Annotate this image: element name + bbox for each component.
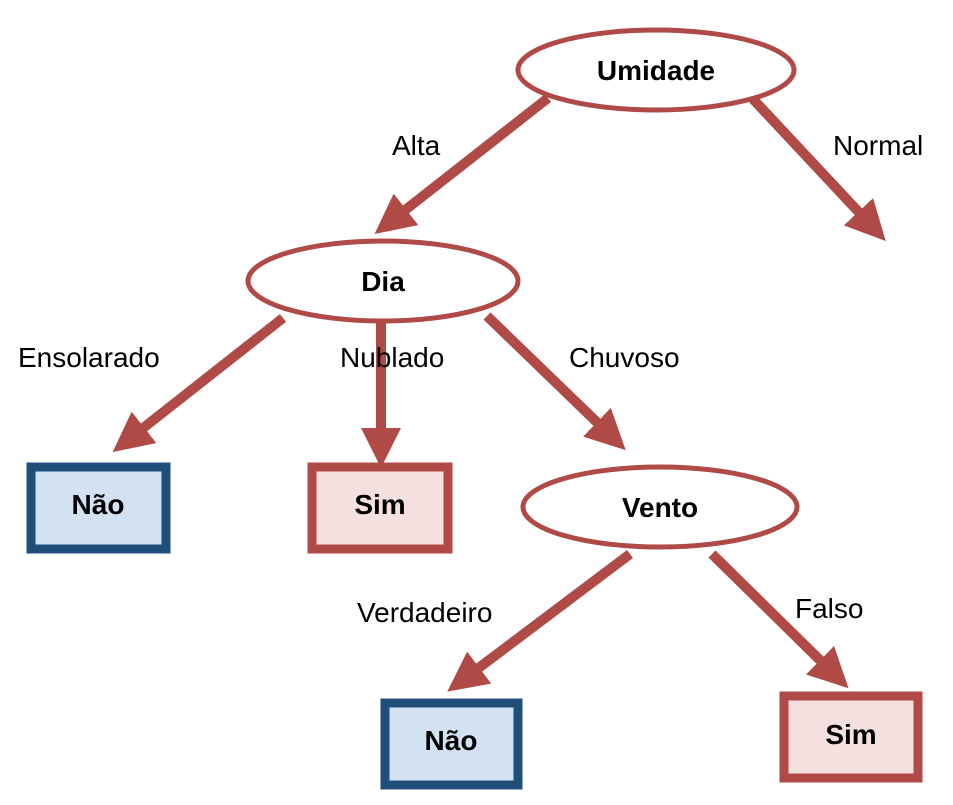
leaf-dia-ensolarado-box [26,462,171,554]
leaf-vento-falso-label: Sim [825,719,876,750]
edge-label-verdadeiro: Verdadeiro [357,597,492,628]
leaf-dia-ensolarado-label: Não [72,489,125,520]
node-dia-shape [245,238,521,324]
edge-dia-ensolarado [112,314,287,453]
edge-label-nublado: Nublado [340,342,444,373]
node-umidade-shape [515,27,797,113]
node-vento-shape [520,464,800,550]
edge-vento-falso [708,550,849,689]
node-vento-label: Vento [622,492,698,523]
leaf-vento-falso-box [779,691,923,783]
node-dia: Dia [245,238,521,324]
edge-label-normal: Normal [833,130,923,161]
node-umidade-label: Umidade [597,55,715,86]
leaf-dia-nublado-box [307,462,453,554]
leaf-vento-verdadeiro-box [380,698,523,790]
edge-umidade-normal [748,94,886,241]
edge-label-chuvoso: Chuvoso [569,342,680,373]
leaf-dia-nublado-label: Sim [354,489,405,520]
node-vento: Vento [520,464,800,550]
leaf-dia-ensolarado: Não [26,462,171,554]
leaf-vento-verdadeiro: Não [380,698,523,790]
node-umidade: Umidade [515,27,797,113]
edge-vento-verdadeiro [447,550,634,692]
edge-label-ensolarado: Ensolarado [18,342,160,373]
leaf-dia-nublado: Sim [307,462,453,554]
edge-dia-chuvoso [483,312,626,451]
leaf-vento-verdadeiro-label: Não [425,725,478,756]
edge-label-alta: Alta [392,130,441,161]
edge-label-falso: Falso [795,593,863,624]
edge-umidade-alta [374,94,552,235]
node-dia-label: Dia [361,266,405,297]
leaf-vento-falso: Sim [779,691,923,783]
